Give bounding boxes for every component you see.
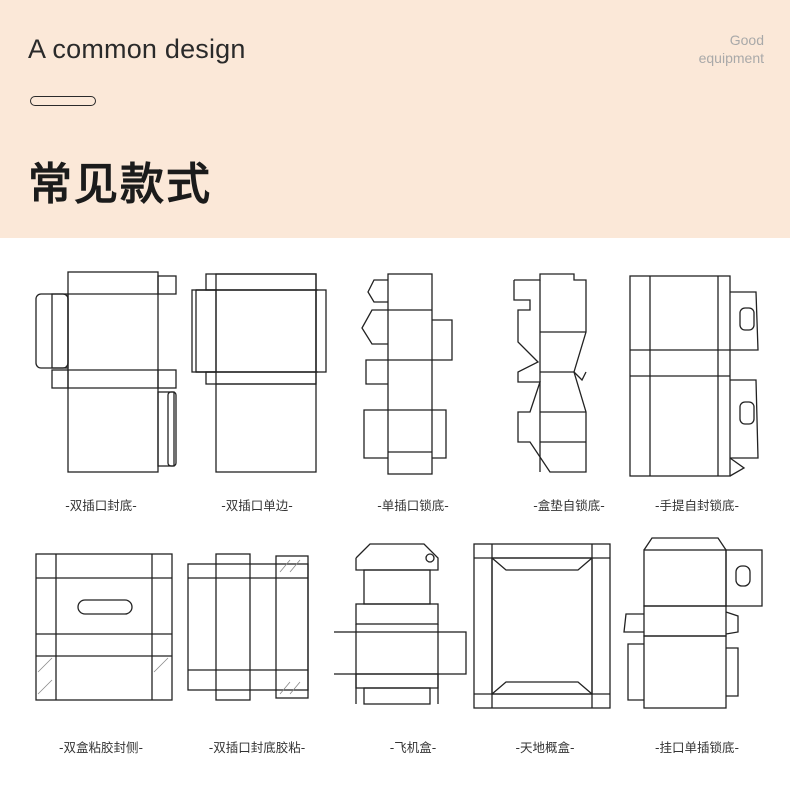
box-dieline-double-tuck-seal-bottom-icon xyxy=(35,271,177,473)
brand-tag: Good equipment xyxy=(699,31,764,67)
box-dieline-double-tuck-single-side-icon xyxy=(191,273,327,473)
title-chinese: 常见款式 xyxy=(28,159,212,210)
caption-6: -双盒粘胶封侧- xyxy=(58,740,144,755)
dieline-cell-3 xyxy=(334,262,492,482)
box-dieline-double-glue-side-icon xyxy=(35,553,173,701)
box-dieline-pad-auto-lock-bottom-icon xyxy=(513,273,587,473)
title-english: A common design xyxy=(28,34,246,64)
box-dieline-single-tuck-lock-bottom-icon xyxy=(361,273,453,475)
dieline-cell-7 xyxy=(178,542,336,712)
caption-2: -双插口单边- xyxy=(221,498,293,513)
caption-7: -双插口封底胶粘- xyxy=(208,740,306,755)
box-dieline-lid-and-base-icon xyxy=(473,543,611,709)
box-dieline-hanger-single-tuck-lock-bottom-icon xyxy=(623,537,763,709)
dieline-cell-9 xyxy=(466,536,624,716)
box-dieline-handle-self-seal-lock-bottom-icon xyxy=(629,275,759,477)
dieline-cell-1 xyxy=(22,262,180,482)
header-banner: A common design Good equipment 常见款式 xyxy=(0,0,790,238)
caption-4: -盒垫自锁底- xyxy=(533,498,605,513)
caption-3: -单插口锁底- xyxy=(377,498,449,513)
caption-10: -挂口单插锁底- xyxy=(654,740,740,755)
dieline-cell-8 xyxy=(334,536,492,716)
caption-8: -飞机盒- xyxy=(389,740,437,755)
dieline-cell-4 xyxy=(490,262,648,482)
caption-5: -手提自封锁底- xyxy=(654,498,740,513)
box-dieline-mailer-box-icon xyxy=(334,543,467,705)
caption-9: -天地概盒- xyxy=(515,740,575,755)
dieline-cell-6 xyxy=(22,542,180,712)
dieline-cell-5 xyxy=(618,262,776,482)
box-dieline-double-tuck-glue-bottom-icon xyxy=(187,553,309,701)
brand-tag-line1: Good xyxy=(729,32,764,48)
dieline-cell-2 xyxy=(178,262,336,482)
brand-tag-line2: equipment xyxy=(698,50,764,66)
pill-decoration xyxy=(30,96,96,106)
caption-1: -双插口封底- xyxy=(65,498,137,513)
dieline-cell-10 xyxy=(618,536,776,716)
